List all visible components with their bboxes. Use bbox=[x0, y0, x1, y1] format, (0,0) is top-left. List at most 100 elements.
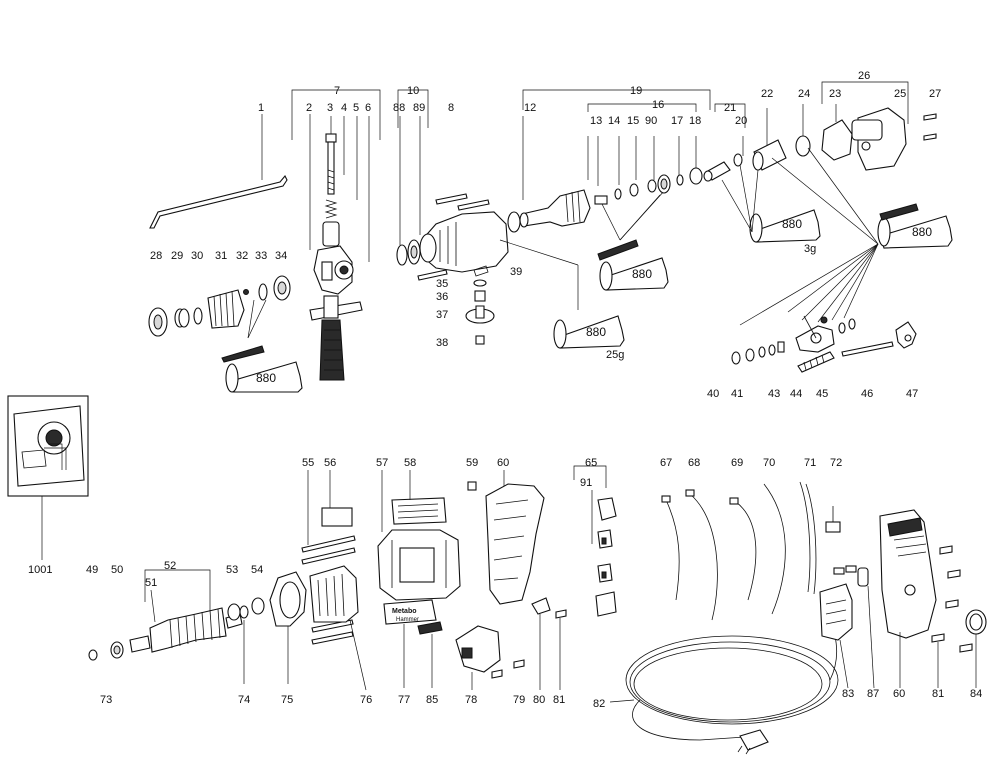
label-55: 55 bbox=[302, 457, 314, 469]
label-53: 53 bbox=[226, 564, 238, 576]
part-83-strain-relief bbox=[819, 583, 853, 689]
part-22-cylinder bbox=[752, 108, 787, 171]
label-37: 37 bbox=[436, 309, 448, 321]
part-5-sleeve bbox=[322, 221, 340, 247]
label-5: 5 bbox=[353, 102, 359, 114]
label-27: 27 bbox=[929, 88, 941, 100]
label-60-right: 60 bbox=[893, 688, 905, 700]
part-74-washer bbox=[239, 605, 249, 684]
label-43: 43 bbox=[768, 388, 780, 400]
part-75-fan-baffle bbox=[269, 571, 307, 684]
part-45-spring bbox=[797, 351, 835, 373]
label-89: 89 bbox=[413, 102, 425, 114]
part-53-bearing bbox=[227, 603, 241, 621]
label-73: 73 bbox=[100, 694, 112, 706]
part-88-ring bbox=[396, 244, 408, 266]
label-59: 59 bbox=[466, 457, 478, 469]
brand-line-1: Metabo bbox=[392, 608, 417, 615]
label-12: 12 bbox=[524, 102, 536, 114]
label-2: 2 bbox=[306, 102, 312, 114]
label-56: 56 bbox=[324, 457, 336, 469]
grease-tube-3: 880 25g bbox=[499, 239, 625, 361]
tube-4-text: 880 bbox=[782, 217, 802, 231]
label-46: 46 bbox=[861, 388, 873, 400]
cable-69 bbox=[729, 497, 757, 601]
part-16-bearing bbox=[657, 174, 671, 194]
part-81-screw-left bbox=[555, 609, 567, 690]
label-68: 68 bbox=[688, 457, 700, 469]
part-31-sleeve bbox=[207, 289, 245, 329]
part-65-switch-parts bbox=[595, 497, 617, 617]
part-23-gasket bbox=[821, 104, 853, 161]
part-30-ring bbox=[193, 307, 203, 325]
label-57: 57 bbox=[376, 457, 388, 469]
bracket-group-26 bbox=[821, 81, 909, 124]
part-number-labels: 1 2 3 4 5 6 7 8 10 88 89 12 19 16 13 14 … bbox=[28, 70, 982, 710]
cable-68 bbox=[685, 489, 718, 621]
label-52: 52 bbox=[164, 560, 176, 572]
inset-box-1001 bbox=[7, 395, 89, 560]
label-81-left: 81 bbox=[553, 694, 565, 706]
label-8: 8 bbox=[448, 102, 454, 114]
part-41-washers bbox=[745, 344, 776, 362]
part-4-spring bbox=[324, 199, 338, 219]
label-35: 35 bbox=[436, 278, 448, 290]
label-79: 79 bbox=[513, 694, 525, 706]
label-80: 80 bbox=[533, 694, 545, 706]
part-12-ring bbox=[507, 211, 521, 233]
bracket-group-19 bbox=[522, 89, 746, 200]
label-82: 82 bbox=[593, 698, 605, 710]
part-38-screw bbox=[475, 335, 485, 345]
part-56-label bbox=[321, 470, 353, 527]
cable-71 bbox=[799, 481, 817, 595]
label-65: 65 bbox=[585, 457, 597, 469]
part-89-bearing bbox=[407, 239, 421, 265]
part-78-switch bbox=[455, 625, 501, 690]
label-3: 3 bbox=[327, 102, 333, 114]
label-77: 77 bbox=[398, 694, 410, 706]
label-36: 36 bbox=[436, 291, 448, 303]
part-50-bearing bbox=[110, 641, 124, 659]
part-29-spring bbox=[174, 308, 190, 328]
brand-line-2: Hammer bbox=[396, 617, 419, 623]
label-16: 16 bbox=[652, 99, 664, 111]
label-51: 51 bbox=[145, 577, 157, 589]
grease-tube-4: 880 3g bbox=[721, 164, 821, 255]
part-2-side-handle bbox=[309, 295, 363, 381]
part-76-field bbox=[309, 565, 367, 691]
part-18-circlip bbox=[689, 167, 703, 185]
label-26: 26 bbox=[858, 70, 870, 82]
part-6-handle-clamp bbox=[313, 245, 354, 295]
part-3-screw bbox=[325, 133, 337, 195]
grease-tube-2: 880 bbox=[597, 189, 669, 291]
label-30: 30 bbox=[191, 250, 203, 262]
label-31: 31 bbox=[215, 250, 227, 262]
label-15: 15 bbox=[627, 115, 639, 127]
label-75: 75 bbox=[281, 694, 293, 706]
part-90-washer bbox=[647, 179, 657, 193]
label-74: 74 bbox=[238, 694, 250, 706]
part-54-ring bbox=[251, 597, 265, 615]
grease-tube-1: 880 bbox=[221, 299, 303, 393]
part-19-spindle bbox=[519, 189, 591, 228]
part-40-washer bbox=[731, 351, 741, 365]
part-46-rod bbox=[841, 341, 894, 357]
label-45: 45 bbox=[816, 388, 828, 400]
label-32: 32 bbox=[236, 250, 248, 262]
label-19: 19 bbox=[630, 85, 642, 97]
label-67: 67 bbox=[660, 457, 672, 469]
tube-2-text: 880 bbox=[632, 267, 652, 281]
grease-lead-fan bbox=[739, 147, 879, 326]
bracket-group-65 bbox=[573, 465, 607, 544]
label-20: 20 bbox=[735, 115, 747, 127]
label-38: 38 bbox=[436, 337, 448, 349]
part-59-screw bbox=[467, 481, 477, 491]
label-41: 41 bbox=[731, 388, 743, 400]
part-77-brand-plate: Metabo Hammer bbox=[383, 599, 437, 688]
label-39: 39 bbox=[510, 266, 522, 278]
label-29: 29 bbox=[171, 250, 183, 262]
part-44-washers bbox=[838, 318, 856, 334]
label-69: 69 bbox=[731, 457, 743, 469]
part-1-rod bbox=[149, 175, 288, 229]
